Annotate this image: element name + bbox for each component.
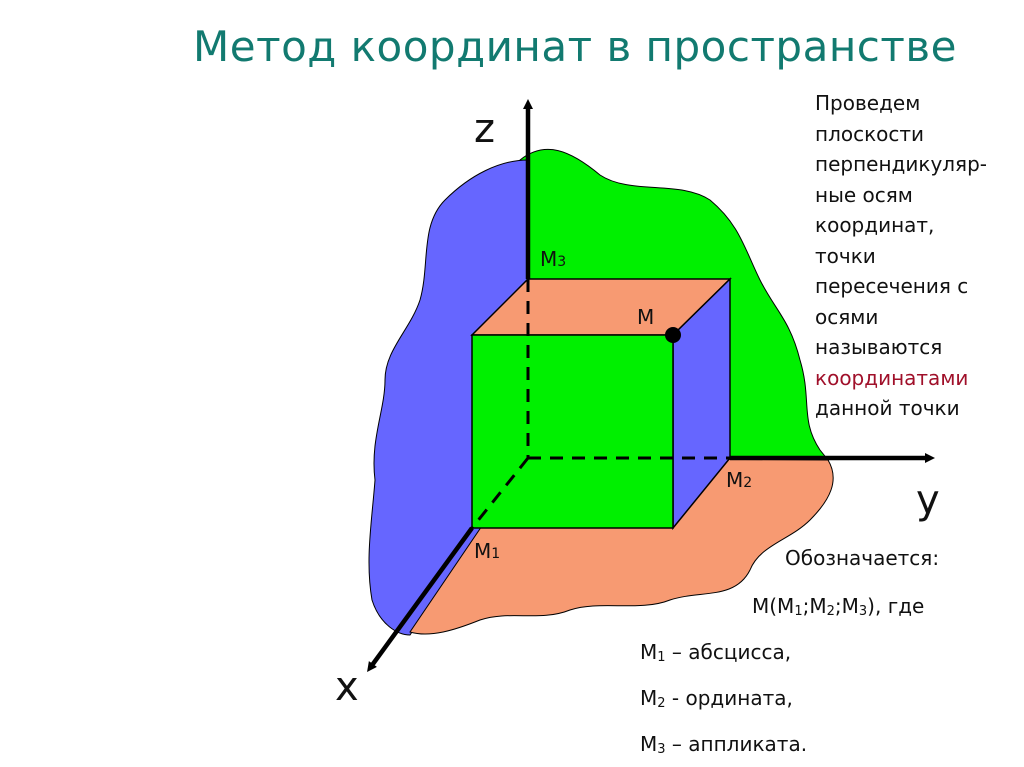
description-text: Проведем плоскости перпендикуляр- ные ос… [815, 88, 1020, 424]
page-title: Метод координат в пространстве [193, 22, 957, 71]
description-highlight: координатами [815, 365, 969, 390]
point-m3-label: M3 [540, 247, 566, 271]
description-line: координат, [815, 213, 935, 237]
description-line: осями [815, 304, 879, 329]
notation-m2: M2 - ордината, [640, 686, 793, 711]
hidden-edges [470, 279, 730, 529]
point-m1-label: M1 [474, 539, 500, 563]
description-line: данной точки [815, 396, 960, 420]
description-line: перпендикуляр- [815, 152, 988, 176]
notation-formula: M(M1;M2;M3), где [752, 594, 925, 619]
x-axis [367, 526, 474, 673]
point-m-label: M [637, 305, 654, 329]
point-m2-label: M2 [726, 468, 752, 492]
z-axis-label: z [474, 106, 495, 152]
description-line: называются [815, 335, 943, 359]
notation-m1: M1 – абсцисса, [640, 640, 792, 665]
description-line: точки [815, 243, 876, 268]
cube-front-face [471, 334, 674, 529]
description-line: плоскости [815, 121, 925, 146]
notation-m3: M3 – аппликата. [640, 732, 808, 757]
notation-heading: Обозначается: [785, 546, 940, 570]
description-line: ные осям [815, 182, 913, 207]
description-line: Проведем [815, 91, 921, 115]
y-axis-label: y [916, 477, 940, 523]
point-m-dot [665, 327, 681, 343]
x-axis-label: x [335, 664, 359, 710]
description-line: пересечения с [815, 274, 969, 298]
